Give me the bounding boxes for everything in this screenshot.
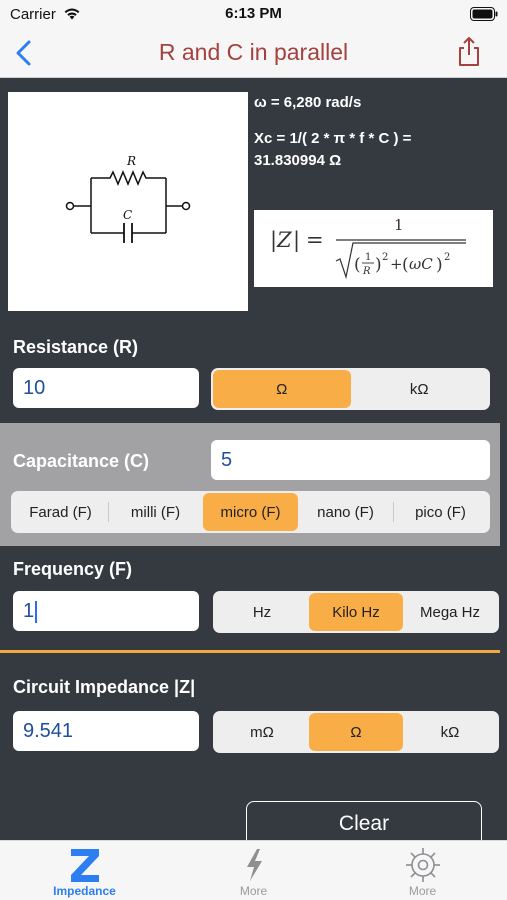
svg-text:): ) (375, 255, 382, 275)
frequency-unit-hz[interactable]: Hz (252, 603, 272, 621)
impedance-unit-selector[interactable]: mΩ Ω kΩ (213, 711, 499, 753)
frequency-input[interactable]: 1 (13, 591, 199, 631)
capacitance-unit-selector[interactable]: Farad (F) milli (F) micro (F) nano (F) p… (11, 491, 490, 533)
lightning-icon (246, 849, 262, 881)
svg-text:(: ( (354, 255, 361, 275)
resistor-label: R (126, 154, 136, 168)
svg-text:R: R (362, 266, 371, 277)
svg-text:|: | (270, 228, 277, 253)
tab-label: Impedance (53, 884, 116, 898)
tab-bar: Impedance More More (0, 840, 507, 900)
capacitance-unit-pico[interactable]: pico (F) (393, 493, 488, 531)
resistance-label: Resistance (R) (13, 337, 139, 357)
omega-text: ω = 6,280 rad/s (254, 94, 362, 111)
section-divider (0, 650, 500, 653)
resistance-unit-kilo-ohm[interactable]: kΩ (409, 380, 429, 398)
gear-icon (405, 848, 440, 882)
svg-text:+: + (390, 255, 403, 273)
clock: 6:13 PM (225, 5, 282, 22)
capacitor-label: C (123, 208, 132, 222)
xc-formula-text: Xc = 1/( 2 * π * f * C ) = (254, 130, 412, 147)
page-title: R and C in parallel (158, 39, 349, 65)
capacitance-label: Capacitance (C) (13, 451, 150, 471)
battery-icon (470, 7, 498, 21)
share-icon[interactable] (455, 36, 483, 68)
svg-text:|: | (293, 228, 300, 253)
svg-text:1: 1 (394, 216, 404, 234)
capacitance-unit-milli[interactable]: milli (F) (108, 493, 203, 531)
svg-text:2: 2 (382, 252, 388, 263)
svg-text:Z: Z (276, 228, 292, 252)
impedance-unit-kilo-ohm[interactable]: kΩ (440, 723, 460, 741)
capacitance-input[interactable]: 5 (211, 440, 490, 480)
capacitance-unit-farad[interactable]: Farad (F) (29, 503, 92, 521)
carrier-label: Carrier (10, 6, 56, 23)
tab-label: More (239, 884, 268, 898)
impedance-formula: | Z | = 1 ( 1 R ) 2 + ( ωC ) 2 (254, 210, 493, 287)
svg-text:): ) (436, 255, 443, 275)
resistance-input[interactable]: 10 (13, 368, 199, 408)
svg-text:ωC: ωC (409, 255, 433, 273)
frequency-unit-khz[interactable]: Kilo Hz (309, 593, 403, 631)
frequency-unit-selector[interactable]: Hz Kilo Hz Mega Hz (213, 591, 499, 633)
resistance-unit-ohm[interactable]: Ω (213, 370, 351, 408)
impedance-label: Circuit Impedance |Z| (13, 677, 196, 697)
impedance-unit-ohm[interactable]: Ω (309, 713, 403, 751)
tab-more-settings[interactable]: More (338, 841, 507, 900)
svg-text:=: = (306, 228, 324, 252)
tab-label: More (408, 884, 437, 898)
tab-more-lightning[interactable]: More (169, 841, 338, 900)
frequency-unit-mhz[interactable]: Mega Hz (419, 603, 481, 621)
rc-parallel-schematic: R C (65, 154, 191, 243)
svg-text:1: 1 (365, 252, 371, 263)
frequency-label: Frequency (F) (13, 559, 133, 579)
xc-value-text: 31.830994 Ω (254, 152, 342, 169)
tab-impedance[interactable]: Impedance (0, 841, 169, 900)
capacitance-unit-micro[interactable]: micro (F) (203, 493, 298, 531)
impedance-unit-milli-ohm[interactable]: mΩ (250, 723, 274, 741)
capacitance-unit-nano[interactable]: nano (F) (317, 503, 374, 521)
impedance-result-field[interactable]: 9.541 (13, 711, 199, 751)
circuit-diagram: R C (8, 92, 248, 311)
frequency-input-value: 1 (23, 600, 35, 622)
svg-text:(: ( (402, 255, 409, 275)
svg-text:2: 2 (444, 252, 450, 263)
text-cursor (35, 600, 38, 623)
resistance-unit-selector[interactable]: Ω kΩ (211, 368, 490, 410)
back-chevron-icon[interactable] (12, 38, 36, 68)
impedance-z-icon (70, 849, 99, 882)
navigation-bar: R and C in parallel (0, 28, 507, 78)
status-bar: Carrier 6:13 PM (0, 0, 507, 28)
wifi-icon (64, 8, 80, 20)
